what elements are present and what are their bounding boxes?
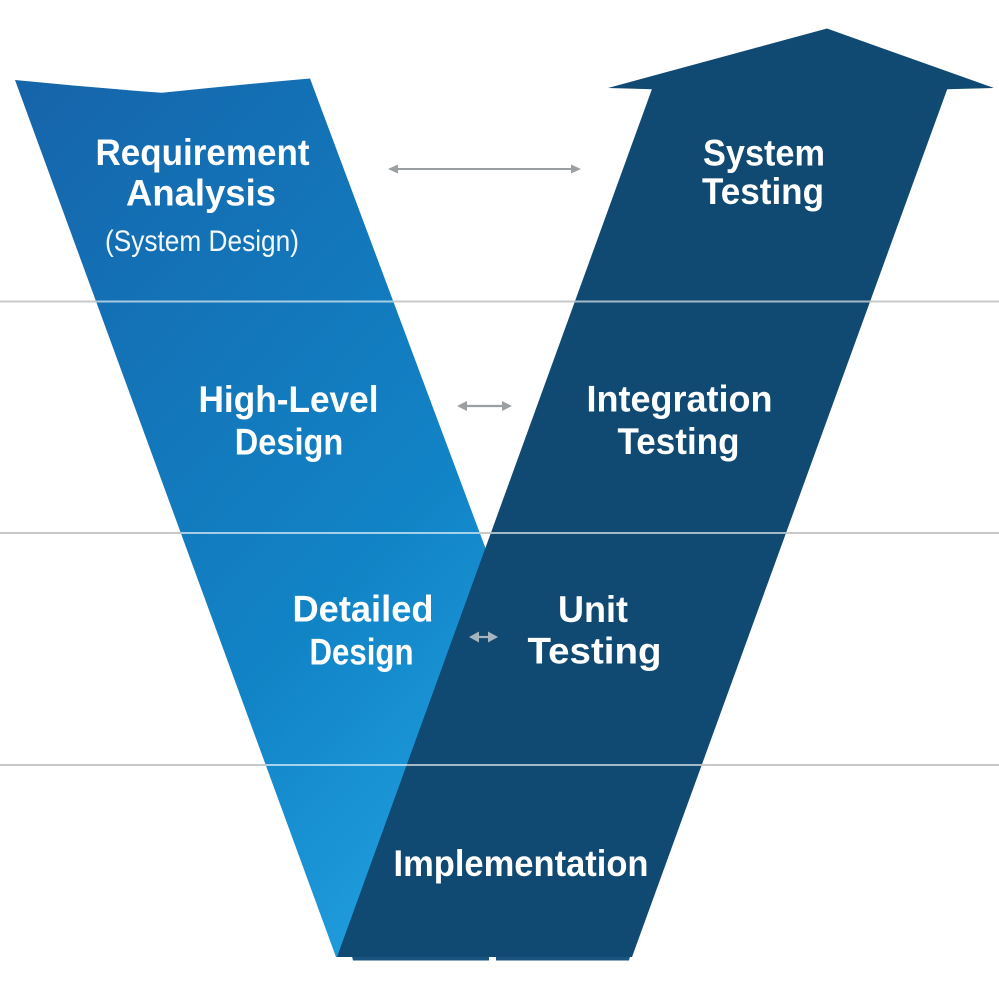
svg-text:Analysis: Analysis — [126, 173, 276, 214]
svg-text:System: System — [703, 133, 825, 174]
svg-text:(System Design): (System Design) — [105, 225, 299, 258]
svg-text:Integration: Integration — [587, 379, 773, 420]
svg-text:Implementation: Implementation — [394, 843, 649, 884]
svg-text:Design: Design — [235, 422, 344, 463]
svg-text:Testing: Testing — [528, 631, 662, 672]
svg-text:Unit: Unit — [558, 589, 628, 630]
svg-text:Detailed: Detailed — [293, 589, 434, 630]
svg-text:Testing: Testing — [618, 421, 740, 462]
svg-text:Testing: Testing — [702, 171, 824, 212]
svg-text:Requirement: Requirement — [96, 132, 310, 173]
svg-text:Design: Design — [310, 631, 414, 672]
svg-text:High-Level: High-Level — [199, 379, 379, 420]
